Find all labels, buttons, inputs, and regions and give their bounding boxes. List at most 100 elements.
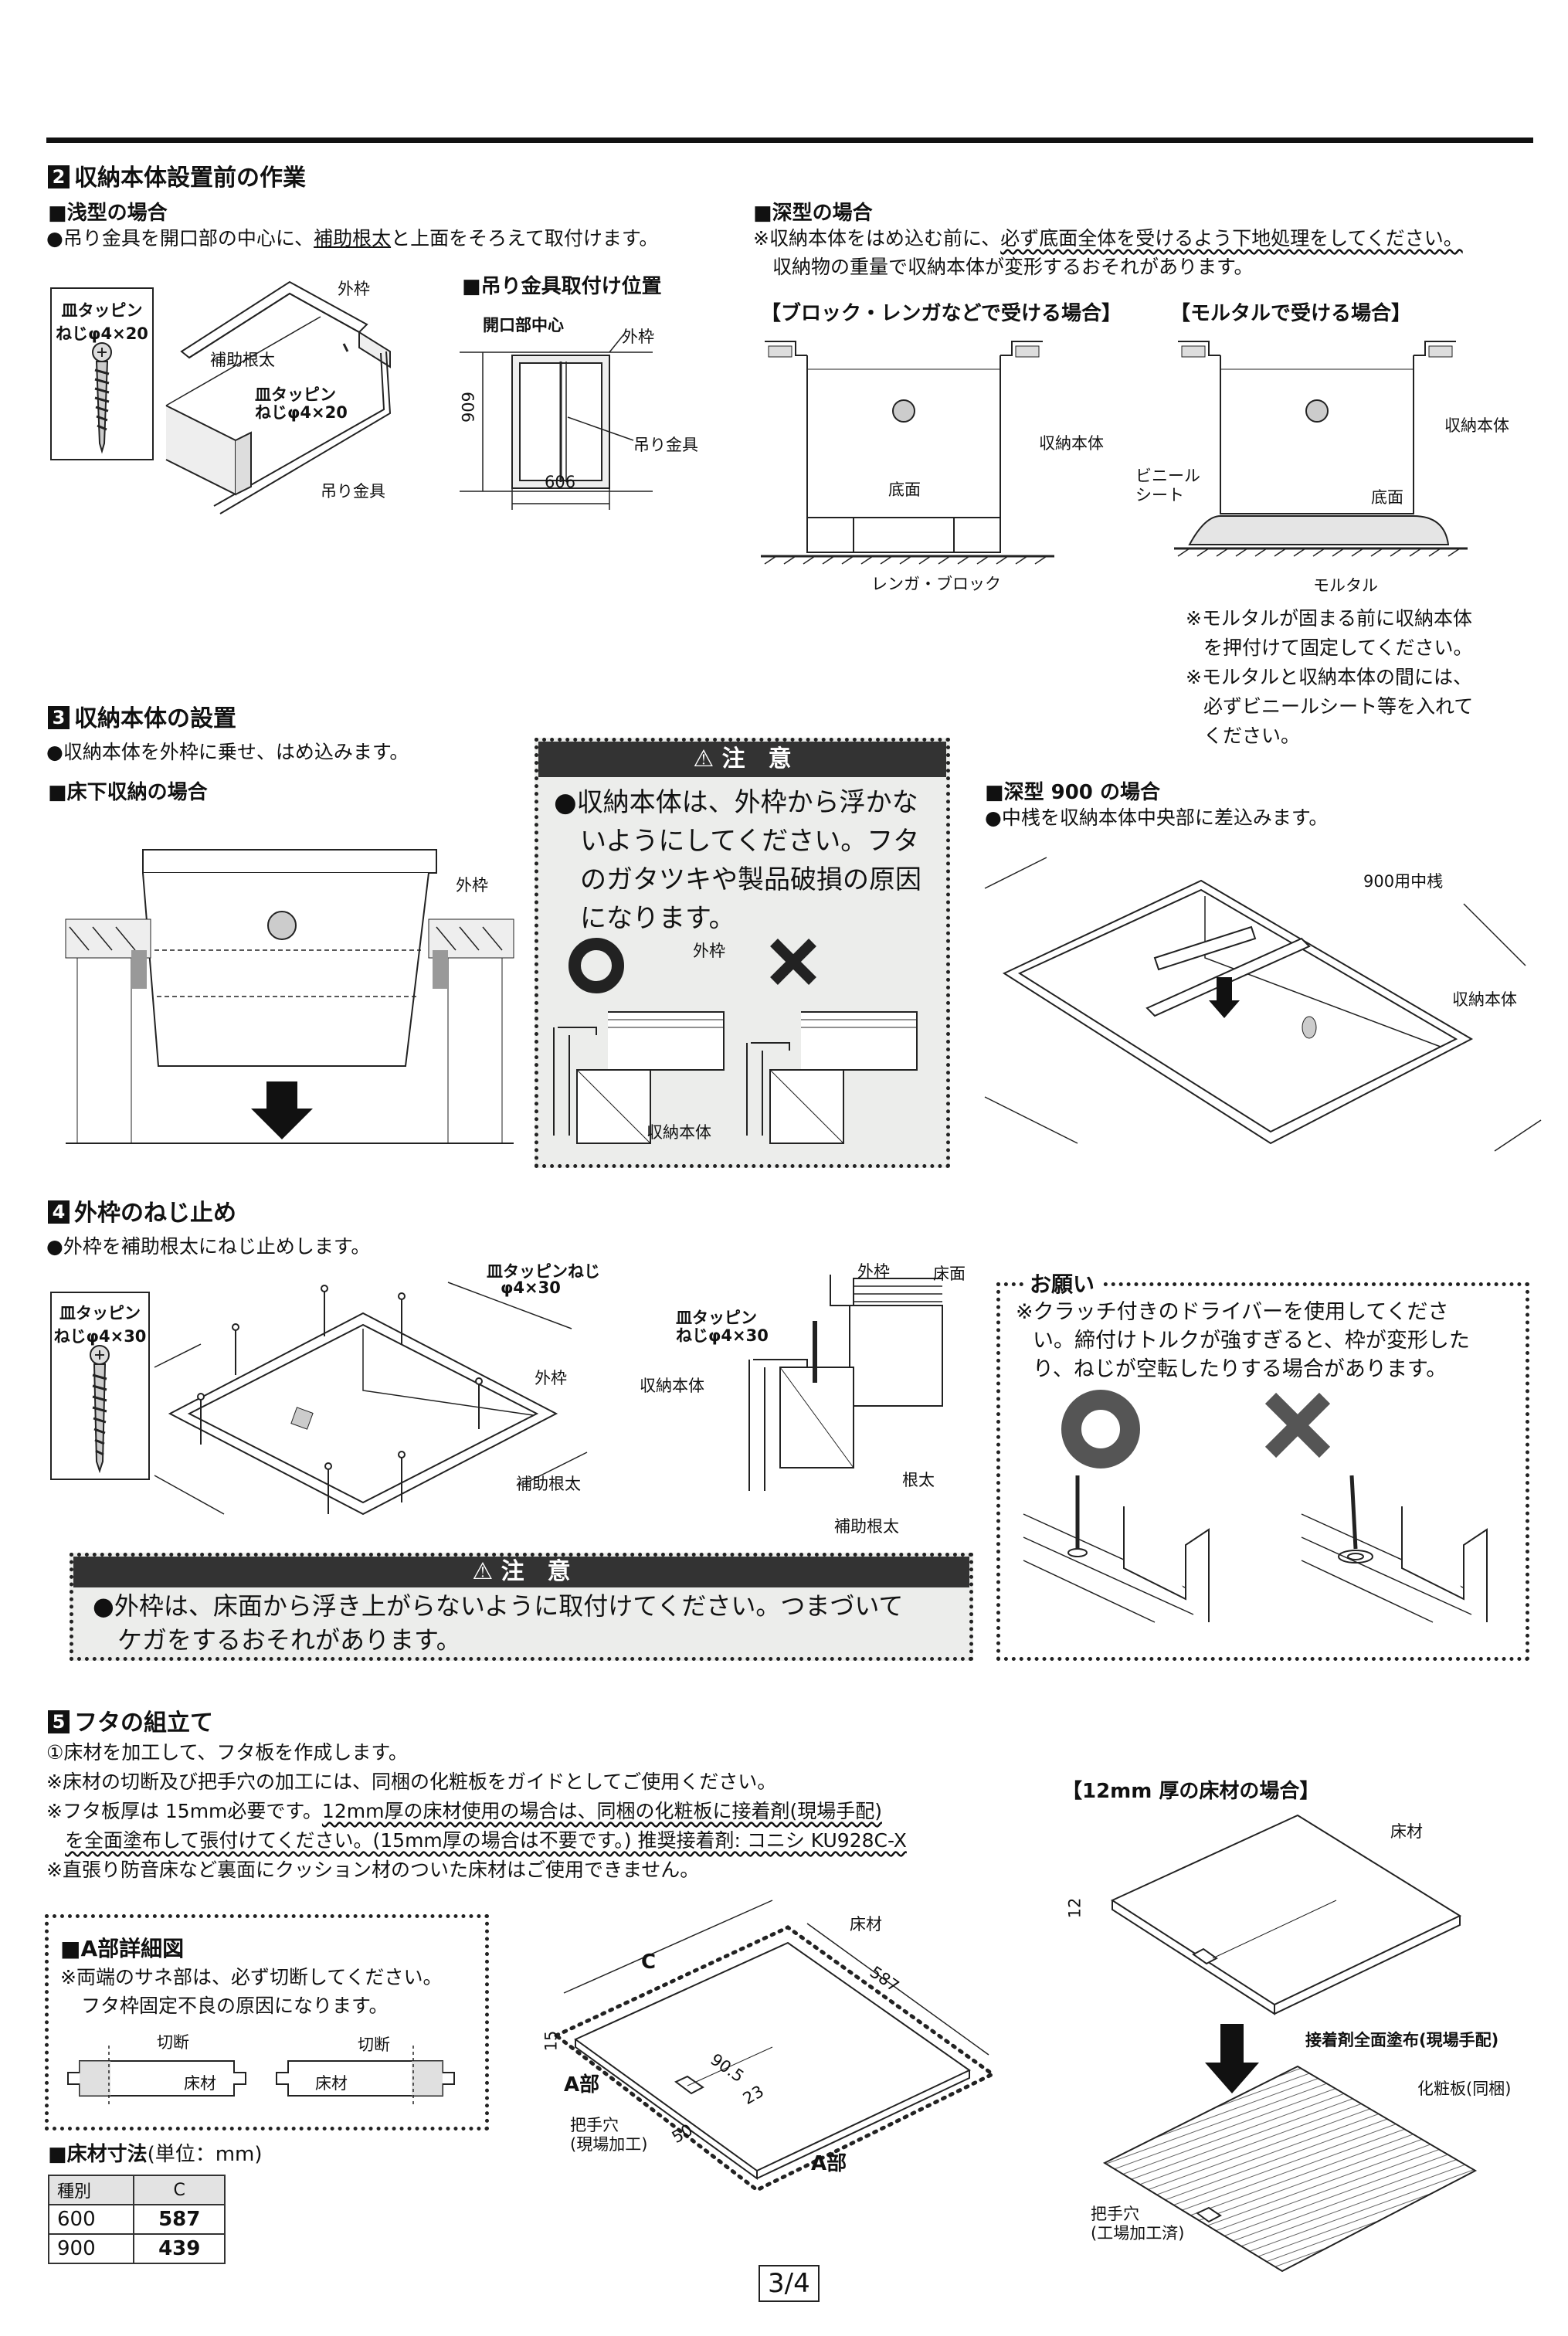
floor-dimension-table: 種別 C 600 587 900 439: [47, 2175, 226, 2264]
label-detail-joist: 根太: [902, 1471, 935, 1489]
request-line-1: ※クラッチ付きのドライバーを使用してくださ: [1016, 1300, 1449, 1324]
caution-correct-wrong-diagram: [553, 938, 918, 1144]
deep900-text: ●中桟を収納本体中央部に差込みます。: [985, 806, 1329, 829]
label-detail-screw-2: ねじφ4×30: [676, 1326, 769, 1345]
lid-label-floor: 床材: [850, 1915, 882, 1934]
detail-a-diagram: [67, 2046, 455, 2107]
request-line-2: い。締付けトルクが強すぎると、枠が変形した: [1033, 1329, 1470, 1353]
detail-a-line-1: ※両端のサネ部は、必ず切断してください。: [60, 1966, 443, 1988]
detail-a-line-2: フタ枠固定不良の原因になります。: [81, 1995, 389, 2017]
lid-dim-15: 15: [541, 2030, 561, 2052]
label-s4-aux-joist: 補助根太: [516, 1475, 581, 1493]
section-number: 2: [48, 165, 70, 188]
screw-box-20: 皿タッピン ねじφ4×20: [50, 287, 154, 460]
label-900-bar: 900用中桟: [1363, 872, 1444, 891]
caution-box-frame: ⚠ 注 意 ●外枠は、床面から浮き上がらないように取付けてください。つまづいて …: [70, 1553, 973, 1661]
detail-a-box: ■A部詳細図 ※両端のサネ部は、必ず切断してください。 フタ枠固定不良の原因にな…: [45, 1914, 489, 2131]
s5-line-5: ※直張り防音床など裏面にクッション材のついた床材はご使用できません。: [46, 1859, 700, 1881]
mortar-note-2: を押付けて固定してください。: [1203, 637, 1473, 659]
label-caution-body: 収納本体: [647, 1123, 711, 1142]
block-case-heading: 【ブロック・レンガなどで受ける場合】: [761, 302, 1122, 325]
label-900-body: 収納本体: [1452, 990, 1517, 1009]
screw-30-icon: [90, 1345, 110, 1474]
mm12-label-panel: 化粧板(同梱): [1417, 2080, 1512, 2098]
table-heading: ■床材寸法(単位：mm): [48, 2143, 263, 2166]
label-uf-outer-frame: 外枠: [456, 876, 488, 895]
label-hp-outer-frame: 外枠: [622, 328, 654, 346]
table-row: 900 439: [47, 2233, 226, 2264]
request-head: お願い: [1023, 1268, 1101, 1299]
deep900-heading: ■深型 900 の場合: [985, 781, 1160, 804]
lid-label-a-2: A部: [811, 2152, 847, 2175]
deep900-diagram: [984, 857, 1542, 1152]
label-hanger: 吊り金具: [321, 482, 385, 501]
label-detail-floor: 床面: [933, 1265, 966, 1283]
mortar-support-diagram: [1174, 341, 1468, 557]
mm12-label-floor: 床材: [1390, 1822, 1423, 1841]
label-screw-2: ねじφ4×20: [255, 403, 348, 422]
label-s4-outer-frame: 外枠: [535, 1369, 567, 1387]
shallow-install-diagram: [165, 280, 392, 514]
lid-diagram: [552, 1900, 996, 2192]
label-s4-screw-1: 皿タッピンねじ: [487, 1262, 600, 1281]
detail-a-heading: ■A部詳細図: [60, 1936, 185, 1961]
caution-header: ⚠ 注 意: [538, 742, 946, 777]
label-mortar: モルタル: [1313, 576, 1378, 595]
table-row: 600 587: [47, 2204, 226, 2235]
page-number: 3/4: [759, 2265, 820, 2302]
frame-screw-diagram: [154, 1282, 588, 1516]
lid-handle-2: (現場加工): [570, 2135, 648, 2154]
label-bottom-b: 底面: [1371, 488, 1403, 507]
hanger-pos-heading: ■吊り金具取付け位置: [462, 275, 662, 298]
label-aux-joist: 補助根太: [210, 351, 275, 369]
request-diagram: [1023, 1390, 1488, 1623]
warning-icon: ⚠: [693, 745, 714, 772]
mortar-case-heading: 【モルタルで受ける場合】: [1170, 302, 1412, 325]
caution-frame-text: ●外枠は、床面から浮き上がらないように取付けてください。つまづいて ケガをするお…: [93, 1591, 904, 1655]
s5-line-1: ①床材を加工して、フタ板を作成します。: [46, 1741, 408, 1764]
label-detail-outer-frame: 外枠: [857, 1262, 890, 1281]
lid-handle-1: 把手穴: [570, 2116, 619, 2134]
mortar-note-1: ※モルタルが固まる前に収納本体: [1186, 607, 1472, 630]
section-3-text: ●収納本体を外枠に乗せ、はめ込みます。: [46, 741, 409, 763]
s5-line-3: ※フタ板厚は 15mm必要です。12mm厚の床材使用の場合は、同梱の化粧板に接着…: [46, 1800, 882, 1822]
deep-heading: ■深型の場合: [753, 202, 873, 225]
screw-icon: [92, 342, 112, 454]
mm12-heading: 【12mm 厚の床材の場合】: [1062, 1780, 1320, 1803]
label-opening-center: 開口部中心: [483, 316, 564, 334]
caution-frame-header: ⚠ 注 意: [73, 1557, 969, 1587]
label-bottom-a: 底面: [888, 480, 921, 499]
mortar-note-4: 必ずビニールシート等を入れて: [1203, 695, 1474, 718]
hanger-position-diagram: [460, 331, 653, 510]
label-vinyl-1: ビニール: [1135, 467, 1200, 485]
shallow-text: ●吊り金具を開口部の中心に、補助根太と上面をそろえて取付けます。: [46, 227, 659, 250]
underfloor-storage-diagram: [65, 849, 514, 1144]
section-4-text: ●外枠を補助根太にねじ止めします。: [46, 1235, 371, 1258]
s5-line-2: ※床材の切断及び把手穴の加工には、同梱の化粧板をガイドとしてご使用ください。: [46, 1771, 777, 1793]
frame-detail-diagram: [748, 1275, 943, 1491]
label-s4-screw-2: φ4×30: [501, 1278, 561, 1297]
label-outer-frame: 外枠: [338, 280, 370, 298]
label-detail-aux-joist: 補助根太: [834, 1517, 899, 1536]
dim-h-606: 606: [545, 473, 576, 491]
underfloor-heading: ■床下収納の場合: [48, 781, 208, 804]
lid-label-a-1: A部: [564, 2073, 600, 2097]
label-cut-2: 切断: [358, 2036, 390, 2054]
label-hp-hanger: 吊り金具: [633, 436, 698, 454]
caution-box-body: ⚠ 注 意 ●収納本体は、外枠から浮かな いようにしてください。フタ のガタツキ…: [535, 738, 950, 1168]
label-floor-2: 床材: [315, 2074, 348, 2093]
label-body-b: 収納本体: [1444, 416, 1509, 435]
mm12-label-adhesive: 接着剤全面塗布(現場手配): [1305, 2031, 1499, 2049]
s5-line-4: を全面塗布して張付けてください。(15mm厚の場合は不要です。) 推奨接着剤: …: [65, 1829, 907, 1852]
label-screw-1: 皿タッピン: [255, 385, 336, 404]
label-caution-outer-frame: 外枠: [693, 942, 725, 960]
mortar-note-3: ※モルタルと収納本体の間には、: [1186, 666, 1472, 688]
block-support-diagram: [761, 341, 1054, 565]
mm12-dim-12: 12: [1065, 1897, 1084, 1919]
mm12-diagram: [1102, 1814, 1478, 2273]
deep-note-2: 収納物の重量で収納本体が変形するおそれがあります。: [772, 256, 1254, 278]
